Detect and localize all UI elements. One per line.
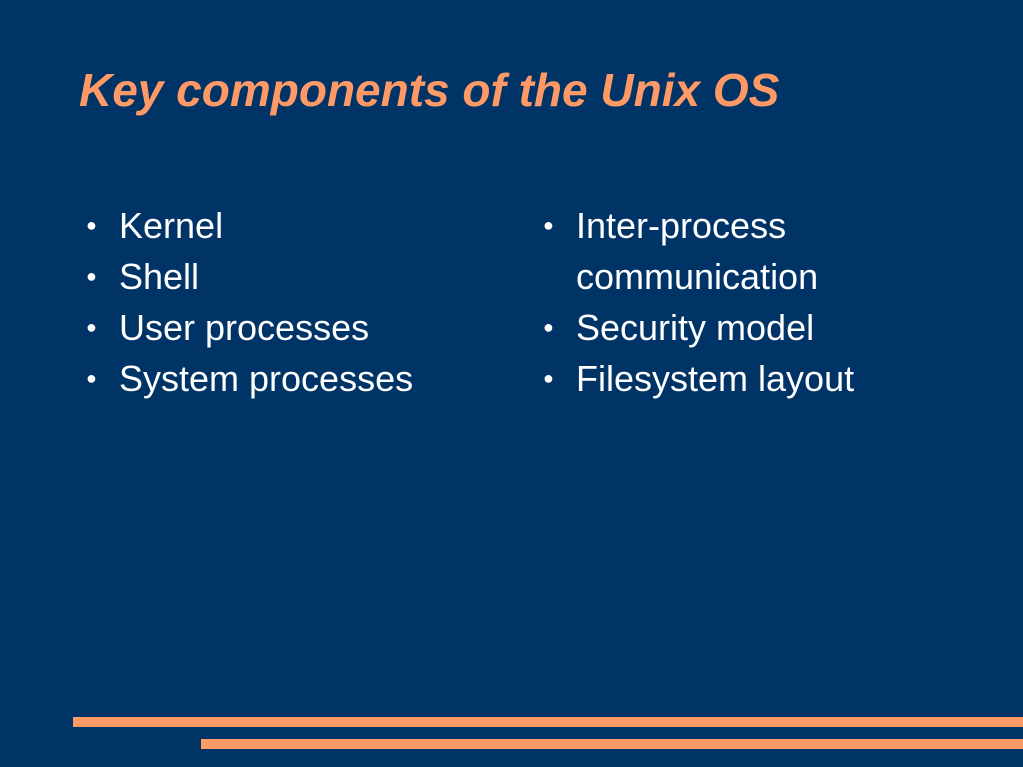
bullet-item-security-model: ● Security model bbox=[543, 302, 963, 353]
bullet-text: Security model bbox=[576, 307, 815, 348]
bullet-dot-icon: ● bbox=[543, 317, 554, 337]
footer-accent-line-top bbox=[73, 717, 1023, 727]
left-bullet-list: ● Kernel ● Shell ● User processes ● Syst… bbox=[86, 200, 506, 404]
bullet-text: System processes bbox=[119, 358, 414, 399]
right-bullet-list: ● Inter-process communication ● Security… bbox=[543, 200, 963, 404]
bullet-item-user-processes: ● User processes bbox=[86, 302, 506, 353]
bullet-dot-icon: ● bbox=[543, 368, 554, 388]
bullet-text: Filesystem layout bbox=[576, 358, 855, 399]
bullet-item-kernel: ● Kernel bbox=[86, 200, 506, 251]
bullet-item-system-processes: ● System processes bbox=[86, 353, 506, 404]
bullet-item-inter-process-communication: ● Inter-process communication bbox=[543, 200, 963, 302]
bullet-dot-icon: ● bbox=[86, 266, 97, 286]
bullet-text: Kernel bbox=[119, 205, 224, 246]
footer-accent-line-bottom bbox=[201, 739, 1023, 749]
bullet-text: Shell bbox=[119, 256, 200, 297]
bullet-text: Inter-process communication bbox=[576, 205, 819, 297]
bullet-dot-icon: ● bbox=[86, 215, 97, 235]
bullet-text: User processes bbox=[119, 307, 370, 348]
bullet-dot-icon: ● bbox=[543, 215, 554, 235]
bullet-dot-icon: ● bbox=[86, 368, 97, 388]
bullet-item-shell: ● Shell bbox=[86, 251, 506, 302]
slide-title: Key components of the Unix OS bbox=[79, 64, 780, 116]
bullet-dot-icon: ● bbox=[86, 317, 97, 337]
bullet-item-filesystem-layout: ● Filesystem layout bbox=[543, 353, 963, 404]
